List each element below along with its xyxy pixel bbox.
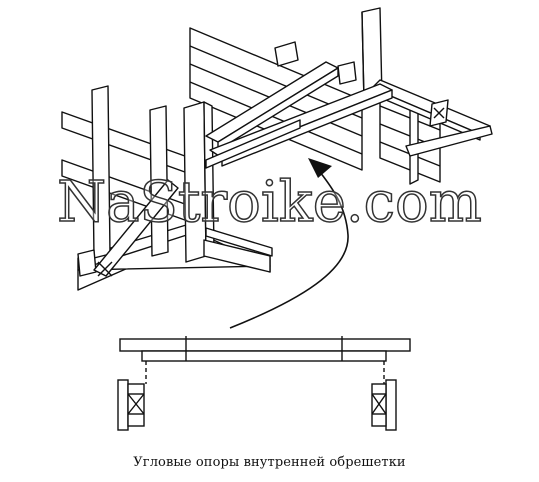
section-right-support [371,379,397,431]
section-top-plank [119,338,411,352]
curved-arrow-icon [229,158,349,329]
bottom-sill [203,227,273,273]
top-cleats [274,41,357,85]
figure-caption: Угловые опоры внутренней обрешетки [133,455,406,470]
left-posts [77,85,169,277]
section-left-support [117,379,145,431]
cross-section-drawing [117,336,411,431]
section-lower-plank [141,350,387,362]
right-rail [371,79,493,157]
diagonal-brace [93,179,179,277]
center-post [183,101,215,263]
top-beams [205,61,393,169]
formwork-corner-isometric-drawing [61,7,493,291]
right-bracket [429,99,449,127]
